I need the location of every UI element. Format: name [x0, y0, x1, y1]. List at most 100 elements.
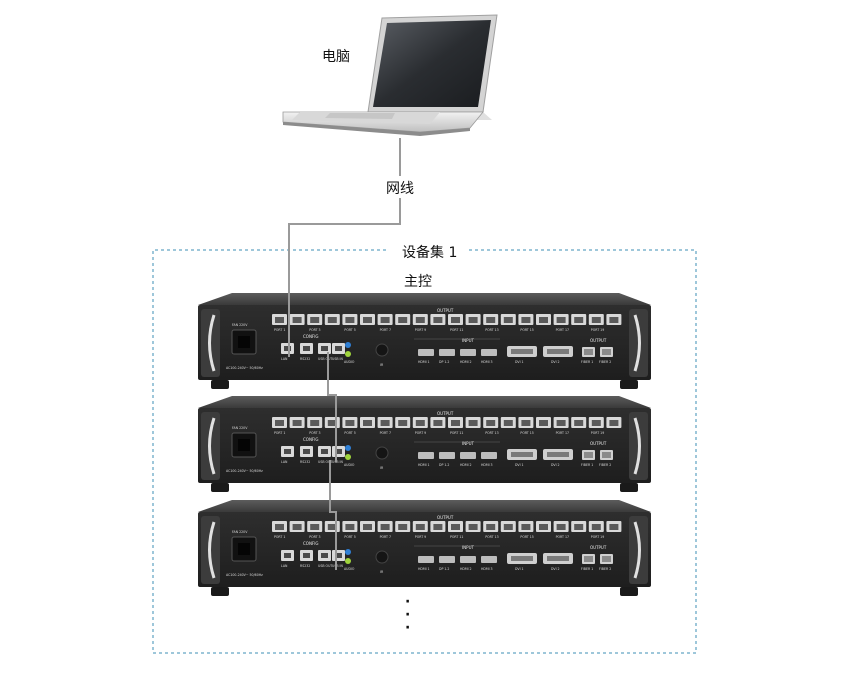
svg-text:IR: IR: [380, 466, 384, 470]
svg-text:USB IN: USB IN: [332, 460, 343, 464]
svg-text:AUDIO: AUDIO: [344, 567, 355, 571]
cable-label: 网线: [385, 178, 415, 198]
svg-text:USB IN: USB IN: [332, 357, 343, 361]
svg-text:RS232: RS232: [300, 460, 310, 464]
svg-text:HDMI 1: HDMI 1: [418, 567, 430, 571]
svg-text:FIBER 1: FIBER 1: [581, 567, 593, 571]
svg-text:INPUT: INPUT: [462, 545, 475, 550]
svg-text:AUDIO: AUDIO: [344, 360, 355, 364]
svg-text:PORT 9: PORT 9: [415, 535, 426, 539]
svg-text:DP 1.2: DP 1.2: [439, 360, 449, 364]
svg-text:HDMI 3: HDMI 3: [481, 567, 493, 571]
svg-text:DVI 1: DVI 1: [515, 567, 524, 571]
svg-text:INPUT: INPUT: [462, 441, 475, 446]
network-cable: [288, 138, 401, 570]
svg-text:USB OUT: USB OUT: [318, 357, 332, 361]
svg-text:PORT 9: PORT 9: [415, 431, 426, 435]
svg-text:HDMI 2: HDMI 2: [460, 567, 472, 571]
svg-text:PORT 15: PORT 15: [520, 328, 533, 332]
svg-text:PORT 11: PORT 11: [450, 431, 463, 435]
svg-text:PORT 5: PORT 5: [344, 431, 355, 435]
svg-text:DVI 1: DVI 1: [515, 463, 524, 467]
svg-text:HDMI 3: HDMI 3: [481, 360, 493, 364]
svg-text:PORT 1: PORT 1: [274, 535, 285, 539]
svg-text:AUDIO: AUDIO: [344, 463, 355, 467]
svg-text:HDMI 2: HDMI 2: [460, 463, 472, 467]
laptop-icon: [282, 14, 498, 136]
svg-text:HDMI 1: HDMI 1: [418, 360, 430, 364]
svg-text:HDMI 2: HDMI 2: [460, 360, 472, 364]
svg-text:DVI 2: DVI 2: [551, 567, 560, 571]
svg-text:HDMI 3: HDMI 3: [481, 463, 493, 467]
svg-text:FIBER 2: FIBER 2: [599, 360, 611, 364]
svg-text:PORT 19: PORT 19: [591, 535, 604, 539]
svg-text:OUTPUT: OUTPUT: [590, 338, 607, 343]
controller-device-1: FAN 220V AC100-240V~ 50/60Hz PORT 1 PORT 3 P…: [198, 293, 651, 389]
svg-text:FIBER 1: FIBER 1: [581, 360, 593, 364]
svg-text:PORT 11: PORT 11: [450, 535, 463, 539]
svg-text:OUTPUT: OUTPUT: [590, 545, 607, 550]
svg-text:USB IN: USB IN: [332, 564, 343, 568]
svg-text:OUTPUT: OUTPUT: [437, 515, 454, 520]
svg-text:PORT 19: PORT 19: [591, 431, 604, 435]
more-devices-ellipsis: · · ·: [405, 594, 411, 636]
svg-text:OUTPUT: OUTPUT: [437, 308, 454, 313]
svg-text:HDMI 1: HDMI 1: [418, 463, 430, 467]
svg-text:OUTPUT: OUTPUT: [437, 411, 454, 416]
device-group-frame: [152, 249, 697, 654]
svg-text:FIBER 1: FIBER 1: [581, 463, 593, 467]
svg-text:PORT 13: PORT 13: [485, 535, 498, 539]
svg-text:DVI 1: DVI 1: [515, 360, 524, 364]
svg-text:DP 1.2: DP 1.2: [439, 463, 449, 467]
svg-text:PORT 17: PORT 17: [556, 431, 569, 435]
controller-device-2: FAN 220V AC100-240V~ 50/60Hz PORT 1 PORT 3 P…: [198, 396, 651, 492]
svg-text:PORT 3: PORT 3: [309, 431, 320, 435]
master-controller-label: 主控: [404, 274, 432, 290]
svg-text:PORT 5: PORT 5: [344, 535, 355, 539]
device-group-title: 设备集 1: [400, 242, 460, 262]
svg-text:PORT 1: PORT 1: [274, 431, 285, 435]
svg-text:PORT 13: PORT 13: [485, 431, 498, 435]
svg-text:RS232: RS232: [300, 564, 310, 568]
svg-text:IR: IR: [380, 570, 384, 574]
svg-text:AC100-240V~ 50/60Hz: AC100-240V~ 50/60Hz: [226, 366, 263, 370]
svg-text:PORT 15: PORT 15: [520, 431, 533, 435]
svg-text:PORT 17: PORT 17: [556, 535, 569, 539]
computer-label: 电脑: [322, 49, 350, 65]
svg-text:PORT 3: PORT 3: [309, 535, 320, 539]
svg-text:CONFIG: CONFIG: [303, 334, 319, 339]
svg-text:USB OUT: USB OUT: [318, 460, 332, 464]
svg-text:LAN: LAN: [281, 564, 288, 568]
svg-text:PORT 7: PORT 7: [380, 535, 391, 539]
svg-text:PORT 11: PORT 11: [450, 328, 463, 332]
svg-text:FAN 220V: FAN 220V: [232, 530, 248, 534]
svg-text:FAN 220V: FAN 220V: [232, 426, 248, 430]
svg-text:PORT 3: PORT 3: [309, 328, 320, 332]
svg-text:PORT 5: PORT 5: [344, 328, 355, 332]
svg-text:DVI 2: DVI 2: [551, 360, 560, 364]
svg-text:LAN: LAN: [281, 357, 288, 361]
svg-text:USB OUT: USB OUT: [318, 564, 332, 568]
svg-text:PORT 19: PORT 19: [591, 328, 604, 332]
svg-text:AC100-240V~ 50/60Hz: AC100-240V~ 50/60Hz: [226, 469, 263, 473]
svg-text:INPUT: INPUT: [462, 338, 475, 343]
controller-device-3: FAN 220V AC100-240V~ 50/60Hz PORT 1 PORT 3 P…: [198, 500, 651, 596]
svg-text:PORT 7: PORT 7: [380, 431, 391, 435]
svg-text:CONFIG: CONFIG: [303, 541, 319, 546]
svg-text:AC100-240V~ 50/60Hz: AC100-240V~ 50/60Hz: [226, 573, 263, 577]
svg-text:PORT 17: PORT 17: [556, 328, 569, 332]
svg-text:PORT 9: PORT 9: [415, 328, 426, 332]
svg-text:FIBER 2: FIBER 2: [599, 567, 611, 571]
svg-text:FIBER 2: FIBER 2: [599, 463, 611, 467]
svg-text:PORT 7: PORT 7: [380, 328, 391, 332]
svg-text:FAN 220V: FAN 220V: [232, 323, 248, 327]
svg-text:PORT 1: PORT 1: [274, 328, 285, 332]
svg-text:OUTPUT: OUTPUT: [590, 441, 607, 446]
svg-text:DP 1.2: DP 1.2: [439, 567, 449, 571]
svg-text:PORT 13: PORT 13: [485, 328, 498, 332]
svg-text:CONFIG: CONFIG: [303, 437, 319, 442]
svg-text:RS232: RS232: [300, 357, 310, 361]
svg-text:PORT 15: PORT 15: [520, 535, 533, 539]
svg-text:DVI 2: DVI 2: [551, 463, 560, 467]
